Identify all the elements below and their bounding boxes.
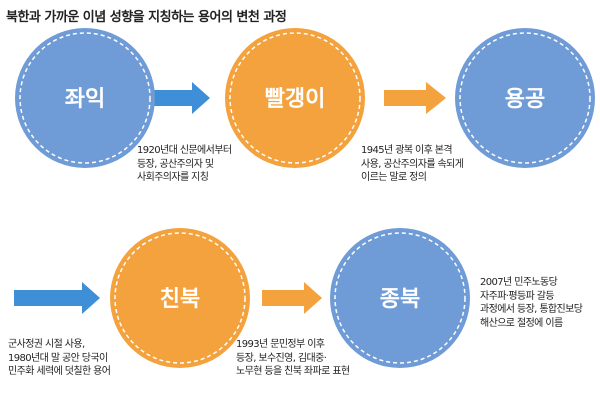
description-3-line-3: 민주화 세력에 덧칠한 용어 <box>8 366 111 377</box>
node-1-label: 좌익 <box>65 87 105 112</box>
description-2: 1945년 광복 이후 본격 사용, 공산주의자를 속되게 이르는 말로 정의 <box>361 144 464 185</box>
arrow-1-icon <box>150 82 210 114</box>
node-2-label: 빨갱이 <box>265 87 326 112</box>
description-1: 1920년대 신문에서부터 등장, 공산주의자 및 사회주의자를 지칭 <box>137 144 232 185</box>
description-5-line-2: 자주파·평등파 갈등 <box>480 290 555 302</box>
node-1: 좌익 <box>15 28 155 168</box>
arrow-4-icon <box>262 282 322 314</box>
description-3: 군사정권 시절 사용, 1980년대 말 공안 당국이 민주화 세력에 덧칠한 … <box>8 338 111 379</box>
description-3-line-1: 군사정권 시절 사용, <box>8 339 85 350</box>
description-1-line-2: 등장, 공산주의자 및 <box>137 158 214 170</box>
description-2-line-2: 사용, 공산주의자를 속되게 <box>361 158 464 170</box>
diagram-title: 북한과 가까운 이념 성향을 지칭하는 용어의 변천 과정 <box>6 10 287 25</box>
arrow-2-icon <box>384 82 446 114</box>
description-2-line-3: 이르는 말로 정의 <box>361 172 427 183</box>
description-4-line-3: 노무현 등을 친북 좌파로 표현 <box>236 366 350 377</box>
node-3-label: 용공 <box>505 87 545 112</box>
node-4: 친북 <box>110 228 250 368</box>
description-1-line-3: 사회주의자를 지칭 <box>137 172 209 183</box>
description-4: 1993년 문민정부 이후 등장, 보수진영, 김대중· 노무현 등을 친북 좌… <box>236 338 350 379</box>
description-2-line-1: 1945년 광복 이후 본격 <box>361 145 453 156</box>
node-5: 종북 <box>330 228 470 368</box>
node-2: 빨갱이 <box>225 28 365 168</box>
description-5-line-1: 2007년 민주노동당 <box>480 277 558 288</box>
arrow-3-icon <box>14 282 100 314</box>
description-5: 2007년 민주노동당 자주파·평등파 갈등 과정에서 등장, 통합진보당 해산… <box>480 276 583 330</box>
node-3: 용공 <box>455 28 595 168</box>
description-4-line-2: 등장, 보수진영, 김대중· <box>236 352 327 364</box>
description-4-line-1: 1993년 문민정부 이후 <box>236 339 325 350</box>
description-3-line-2: 1980년대 말 공안 당국이 <box>8 352 108 364</box>
description-5-line-3: 과정에서 등장, 통합진보당 <box>480 304 583 315</box>
description-5-line-4: 해산으로 절정에 이름 <box>480 317 563 329</box>
node-5-label: 종북 <box>380 287 420 312</box>
description-1-line-1: 1920년대 신문에서부터 <box>137 145 232 156</box>
node-4-label: 친북 <box>160 287 200 312</box>
